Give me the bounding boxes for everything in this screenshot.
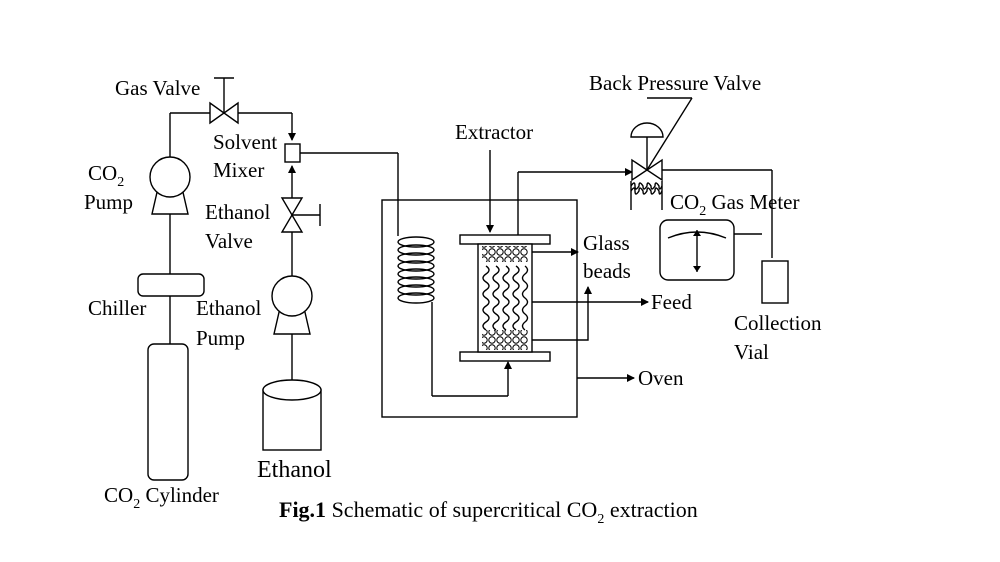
label-collection-2: Vial — [734, 340, 769, 364]
label-ethanol-pump-2: Pump — [196, 326, 245, 350]
label-oven: Oven — [638, 366, 684, 390]
collection-vial — [761, 260, 789, 304]
solvent-mixer — [284, 143, 301, 163]
co2-pump — [149, 156, 191, 215]
glass-beads-top — [482, 246, 528, 262]
label-solvent: Solvent — [213, 130, 277, 154]
ethanol-pump — [271, 275, 313, 335]
gas-valve — [209, 77, 239, 125]
label-co2-cylinder: CO2 Cylinder — [104, 483, 219, 512]
label-back-pressure-valve: Back Pressure Valve — [589, 71, 761, 95]
label-glass-2: beads — [583, 259, 631, 283]
back-pressure-valve — [630, 97, 693, 210]
ethanol-valve — [280, 197, 321, 233]
glass-beads-bottom — [482, 330, 528, 350]
label-gas-valve: Gas Valve — [115, 76, 200, 100]
preheat-coil — [397, 236, 435, 304]
label-feed: Feed — [651, 290, 692, 314]
oven-box — [381, 199, 578, 418]
label-ethanol-valve-1: Ethanol — [205, 200, 270, 224]
label-glass-1: Glass — [583, 231, 630, 255]
feed-bed — [482, 265, 529, 331]
label-co2-pump-line2: Pump — [84, 190, 133, 214]
label-ethanol-pump-1: Ethanol — [196, 296, 261, 320]
label-chiller: Chiller — [88, 296, 146, 320]
label-co2-pump: CO2 — [88, 161, 124, 190]
label-ethanol: Ethanol — [257, 457, 332, 483]
label-ethanol-valve-2: Valve — [205, 229, 253, 253]
label-co2-gas-meter: CO2 Gas Meter — [670, 190, 800, 219]
label-mixer: Mixer — [213, 158, 264, 182]
leader-glass-beads-bottom — [532, 286, 592, 341]
co2-gas-meter — [659, 219, 735, 281]
label-collection-1: Collection — [734, 311, 822, 335]
co2-cylinder — [147, 343, 189, 481]
ethanol-reservoir-top — [262, 379, 322, 401]
label-extractor: Extractor — [455, 120, 533, 144]
extractor-vessel — [459, 234, 551, 362]
chiller — [137, 273, 205, 297]
figure-caption: Fig.1 Schematic of supercritical CO2 ext… — [279, 497, 698, 527]
